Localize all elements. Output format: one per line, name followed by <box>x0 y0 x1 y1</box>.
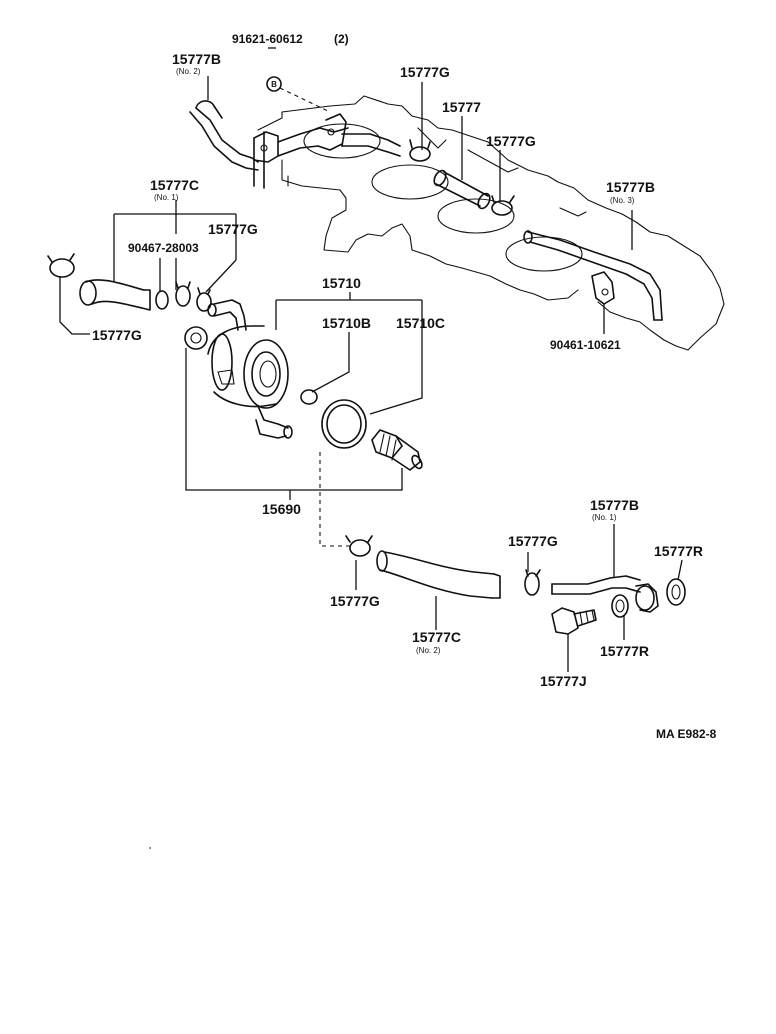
figure-code: MA E982-8 <box>656 727 717 741</box>
label-15777b-no2-sub: (No. 2) <box>176 67 201 76</box>
clamp-15777g-mid-drawing <box>491 195 515 216</box>
label-15777g-right: 15777G <box>508 533 558 549</box>
marker-b-circle <box>266 76 282 92</box>
label-15777c-no2: 15777C <box>412 629 461 645</box>
union-bolt-drawing <box>371 429 423 471</box>
marker-b-leader <box>279 87 331 113</box>
label-90467: 90467-28003 <box>128 241 199 255</box>
gasket-15710c-drawing <box>321 399 367 449</box>
label-15777b-no1: 15777B <box>590 497 639 513</box>
bolt-15777j-drawing <box>551 607 597 635</box>
label-15777c-no2-sub: (No. 2) <box>416 646 441 655</box>
clamp-15777g-low-drawing <box>345 535 373 557</box>
washer-15777r-low-drawing <box>611 594 629 618</box>
label-15777r-top: 15777R <box>654 543 703 559</box>
clip-90467-drawing <box>155 281 191 310</box>
clamp-15777g-right-drawing <box>524 569 541 596</box>
cooler-to-clamp-leader <box>319 452 352 547</box>
bracket-drawing <box>253 113 401 189</box>
clamp-15777g-top-drawing <box>409 139 431 162</box>
label-15777b-no3: 15777B <box>606 179 655 195</box>
hose-15777b-no2-drawing <box>189 100 259 171</box>
label-91621: 91621-60612 <box>232 32 303 46</box>
label-15777r-low: 15777R <box>600 643 649 659</box>
clamp-15777g-left-drawing <box>47 253 75 278</box>
hose-15777c-no2-drawing <box>376 550 501 599</box>
label-15777c-no1-sub: (No. 1) <box>154 193 179 202</box>
bolt-90461-drawing <box>591 271 615 330</box>
washer-15777r-top-drawing <box>666 578 686 606</box>
marker-b-letter: B <box>271 80 277 89</box>
label-15777b-no1-sub: (No. 1) <box>592 513 617 522</box>
label-15710c: 15710C <box>396 315 445 331</box>
leader-lines <box>59 47 683 672</box>
label-15777j: 15777J <box>540 673 587 689</box>
label-15777c-no1: 15777C <box>150 177 199 193</box>
pipe-15777b-no1-drawing <box>551 575 659 613</box>
oil-cooler-15710-drawing <box>207 299 293 439</box>
oring-15710b-drawing <box>300 389 318 405</box>
nut-drawing <box>184 326 208 350</box>
engine-block-outline <box>257 95 725 351</box>
label-15777g-low: 15777G <box>330 593 380 609</box>
label-15777b-no2: 15777B <box>172 51 221 67</box>
hose-15777c-no1-drawing <box>79 279 151 311</box>
scan-speck <box>149 847 151 849</box>
label-15777g-top: 15777G <box>400 64 450 80</box>
label-15710: 15710 <box>322 275 361 291</box>
hose-15777b-no3-drawing <box>523 230 663 321</box>
clamp-15777g-small-drawing <box>196 287 212 312</box>
label-15777: 15777 <box>442 99 481 115</box>
label-90461: 90461-10621 <box>550 338 621 352</box>
label-91621-qty: (2) <box>334 32 349 46</box>
label-15777g-left-top: 15777G <box>208 221 258 237</box>
hose-15777-drawing <box>433 169 491 210</box>
label-15777g-mid: 15777G <box>486 133 536 149</box>
label-15777g-left: 15777G <box>92 327 142 343</box>
label-15710b: 15710B <box>322 315 371 331</box>
label-15777b-no3-sub: (No. 3) <box>610 196 635 205</box>
label-15690: 15690 <box>262 501 301 517</box>
